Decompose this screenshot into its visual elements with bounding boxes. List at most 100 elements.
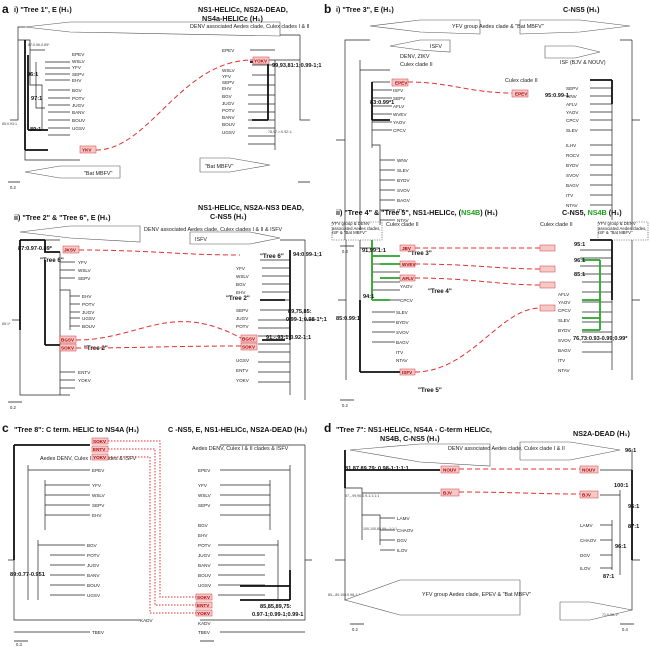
b-i-rleaf-10: BAGV (566, 183, 580, 188)
b-i-leaf-2: SEPV (393, 96, 406, 101)
a-ii-left-title: ii) "Tree 2" & "Tree 6", E (H₁) (14, 213, 111, 222)
b-ii-rleaf-7: ITV (558, 358, 566, 363)
b-ii-note-right: YFV group & DENV associated Aedes clades… (598, 222, 647, 236)
a-i-rleaf-5: BGV (222, 94, 233, 99)
b-i-left-title: i) "Tree 3", E (H₁) (336, 5, 394, 14)
b-ii-leaf-3: YAOV (400, 284, 413, 289)
b-i-rleaf-11: ITV (566, 193, 574, 198)
a-i-bat-triangle-right (199, 157, 271, 173)
a-i-clade-bottom-right: "Bat MBFV" (205, 164, 233, 170)
a-i-rleaf-3: SEPV (222, 80, 235, 85)
d-rsup-1: 100:1 (614, 483, 628, 489)
d-triangle-bottom (344, 579, 521, 616)
d-scale-left: 0.2 (352, 627, 358, 632)
b-ii-rleaf-2: CPCV (558, 308, 572, 313)
b-ii-support-root: 85:0.99:1 (336, 316, 360, 322)
b-i-rleaf-5: SLEV (566, 128, 579, 133)
c-leaf-0: SOKV (93, 439, 107, 444)
a-i-right-support: 99,93,81:1;0.99-1;1 (272, 63, 321, 69)
b-ii-right-title: C-NS5, NS4B (H₁) (562, 208, 622, 217)
a-i-rleaf-4: EHV (222, 86, 232, 91)
a-i-leaf-8: BANV (72, 110, 85, 115)
c-leaf-3: EPEV (92, 468, 105, 473)
a-ii-rleaf-4: SEPV (236, 308, 249, 313)
a-i-link-line (95, 59, 254, 151)
a-ii-leaf-12: YOKV (78, 378, 92, 383)
a-ii-rleaf-11: YOKV (236, 378, 250, 383)
b-i-rleaf-4: CPCV (566, 118, 580, 123)
c-rleaf-2: WSLV (198, 493, 212, 498)
d-clade-top: DENV associated Aedes clade, Culex clade… (448, 446, 565, 452)
b-i-rleaf-0: SEPV (566, 86, 579, 91)
d-hl-right-1 (579, 490, 599, 499)
a-ii-leaf-5: POTV (82, 302, 95, 307)
a-ii-tag6-left: "Tree 6" (40, 257, 64, 264)
b-i-support-left: 83:0.99*1 (370, 100, 394, 106)
c-leaf-1: ENTV (93, 447, 106, 452)
b-i-leaf-6: CPCV (393, 128, 407, 133)
d-leaf-2: LAMV (397, 516, 410, 521)
b-i-trees: YFV group Aedes clade & "Bat MBFV" ISFV … (336, 19, 640, 254)
a-i-support-top: 87:0.96-0.89* (28, 43, 50, 47)
b-i-triangle-right (519, 19, 631, 35)
b-ii-link-3 (414, 277, 541, 286)
b-ii-support-r1: 95:1 (574, 242, 585, 248)
b-ii-note-box-right (597, 221, 649, 241)
b-ii-link-4 (414, 307, 541, 373)
a-ii-leaf-3: SEPV (78, 276, 91, 281)
b-i-hl-right (511, 89, 529, 98)
a-ii-tag2-left: "Tree 2" (84, 345, 108, 352)
d-rleaf-4: DGV (580, 553, 591, 558)
d-link-2 (458, 491, 581, 495)
a-i-right-tree: NS1-HELICc, NS2A-DEAD, NS4a-HELICc (H₁) … (198, 5, 321, 183)
c-rleaf-1: YFV (198, 483, 208, 488)
d-rleaf-2: LAMV (580, 523, 593, 528)
b-ii-rleaf-8: NTAV (558, 368, 571, 373)
b-ii-leaf-6: BYDV (396, 320, 409, 325)
b-ii-support-b: 94:1 (363, 294, 374, 300)
b-i-hl-left-text: EPEV (395, 81, 408, 86)
a-i-hl-left: YKV (82, 148, 92, 153)
b-ii-culex-right: Culex clade II (540, 222, 573, 228)
b-ii-leaf-2: AFLV (402, 276, 415, 281)
a-ii-rhl-box-8 (240, 342, 258, 351)
b-ii-rleaf-3: SLEV (558, 318, 571, 323)
a-i-rleaf-0: EPEV (222, 48, 235, 53)
b-i-leaf-12: ITV (397, 208, 405, 213)
a-i-rleaf-1: WSLV (222, 68, 236, 73)
a-ii-right-support3: 91,-,93:1;0.92-1;1 (266, 335, 311, 341)
a-ii-rleaf-2: BGV (236, 282, 247, 287)
a-ii-support-top: 87:0.97-0.89* (18, 246, 53, 252)
a-ii-right-support4: 94:0.99-1;1 (293, 252, 322, 258)
b-i-leaf-3: AFLV (393, 104, 405, 109)
b-ii-leaf-1: WVEV (402, 262, 416, 267)
c-clade-right: Aedes DENV, Culex I & II clades & ISFV (192, 446, 289, 452)
b-ii-right-title-pre: C-NS5, (562, 208, 588, 217)
a-i-leaf-2: YFV (72, 65, 82, 70)
a-ii-leaf-6: JUGV (82, 310, 95, 315)
b-ii-support-a: 91,99:1:1 (362, 248, 386, 254)
c-leaf-6: SEPV (92, 503, 105, 508)
a-i-leaf-4: EHV (72, 78, 82, 83)
a-ii-leaf-11: ENTV (78, 370, 91, 375)
b-ii-scale: 0.2 (342, 403, 348, 408)
b-i-leaf-4: WVEV (393, 112, 407, 117)
a-ii-left-tree: DENV associated Aedes clade, Culex clade… (2, 225, 283, 410)
d-leaf-3: CHAOV (397, 528, 414, 533)
d-leaf-1: BJV (443, 491, 453, 496)
b-ii-right-title-post: (H₁) (607, 208, 623, 217)
b-ii-note-right-wrap: YFV group & DENV associated Aedes clades… (598, 222, 647, 236)
b-i-rleaf-6: ILHV (566, 143, 577, 148)
a-i-leaf-7: JUGV (72, 103, 85, 108)
a-i-rleaf-7: POTV (222, 108, 235, 113)
a-ii-link-2 (75, 321, 242, 341)
a-ii-rleaf-3: EHV (236, 290, 246, 295)
b-i-leaf-9: BYDV (397, 178, 410, 183)
a-i-right-title2: NS4a-HELICc (H₁) (202, 14, 263, 23)
a-ii-support-root: 85:1* (2, 322, 11, 326)
c-rleaf-3: SEPV (198, 503, 211, 508)
c-rleaf-8: BANV (198, 563, 211, 568)
b-ii-left-title-green: NS4B (461, 208, 480, 217)
b-i-clade-mid: DENV, ZIKV (400, 54, 430, 60)
a-ii-isfv-triangle (189, 231, 281, 245)
